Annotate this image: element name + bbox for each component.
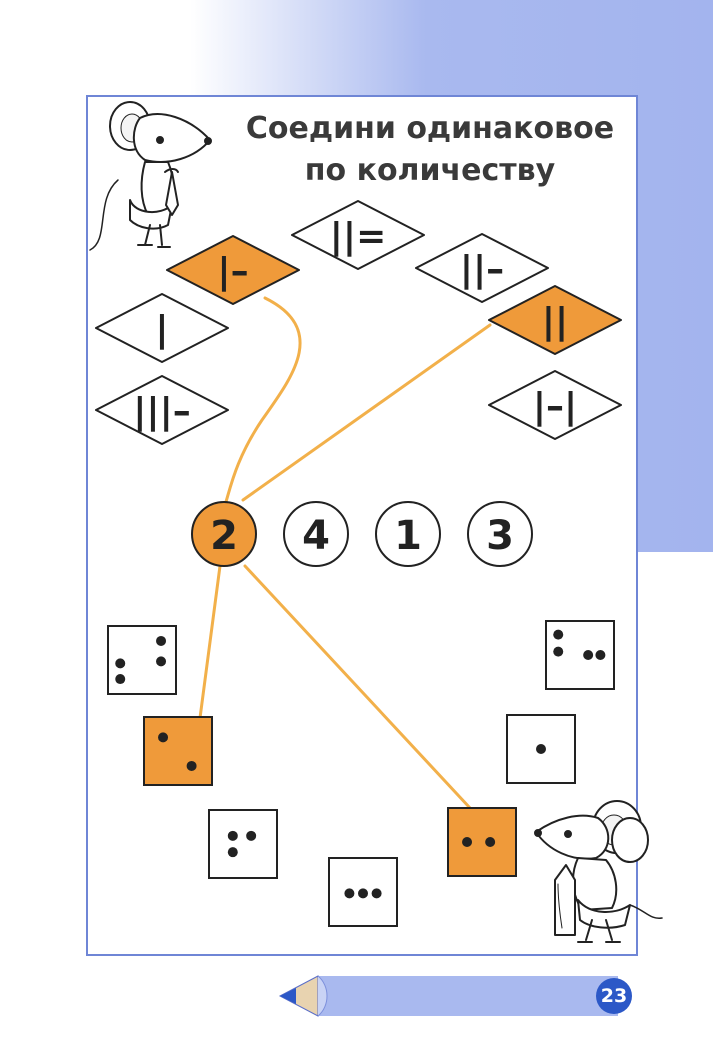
stick-card[interactable]: || bbox=[488, 285, 622, 355]
dot bbox=[583, 650, 594, 660]
dot bbox=[553, 629, 564, 640]
dot-card[interactable] bbox=[143, 716, 213, 786]
dot-cards bbox=[107, 620, 615, 927]
dot-card[interactable] bbox=[545, 620, 615, 690]
card-square bbox=[447, 807, 517, 877]
connection-line bbox=[223, 296, 302, 507]
card-square bbox=[328, 857, 398, 927]
number-circles: 2 4 1 3 bbox=[191, 501, 533, 567]
page-number-badge: 23 bbox=[596, 978, 632, 1014]
dot bbox=[462, 837, 473, 847]
dot-card[interactable] bbox=[506, 714, 576, 784]
dot-card[interactable] bbox=[328, 857, 398, 927]
stick-glyph: | bbox=[155, 309, 168, 350]
connection-lines bbox=[198, 296, 492, 810]
stick-glyph: |–| bbox=[533, 386, 577, 427]
dot bbox=[186, 760, 197, 771]
stick-card[interactable]: ||– bbox=[415, 233, 549, 303]
dot bbox=[344, 888, 355, 899]
mouse-illustration-bottom bbox=[534, 800, 663, 943]
stick-glyph: || bbox=[542, 301, 568, 342]
stick-card[interactable]: |– bbox=[166, 235, 300, 305]
dot-card[interactable] bbox=[208, 809, 278, 879]
card-square bbox=[143, 716, 213, 786]
stick-card[interactable]: ||= bbox=[291, 200, 425, 270]
number-label: 2 bbox=[210, 513, 238, 559]
rhombus-shape bbox=[95, 293, 229, 363]
stick-glyph: ||– bbox=[460, 249, 504, 290]
stick-glyph: |– bbox=[217, 251, 248, 292]
rhombus-shape bbox=[95, 375, 229, 445]
dot bbox=[246, 830, 257, 841]
stick-cards: |–||=||–||||||–|–| bbox=[95, 200, 622, 445]
stick-card[interactable]: |–| bbox=[488, 370, 622, 440]
dot bbox=[158, 732, 169, 743]
rhombus-shape bbox=[415, 233, 549, 303]
number-circle[interactable]: 1 bbox=[375, 501, 441, 567]
dot bbox=[485, 837, 496, 847]
number-label: 1 bbox=[394, 513, 422, 559]
circle-shape bbox=[375, 501, 441, 567]
rhombus-shape bbox=[488, 370, 622, 440]
stick-card[interactable]: | bbox=[95, 293, 229, 363]
stick-card[interactable]: |||– bbox=[95, 375, 229, 445]
dot bbox=[227, 830, 238, 841]
dot bbox=[371, 888, 382, 899]
circle-shape bbox=[283, 501, 349, 567]
number-circle[interactable]: 3 bbox=[467, 501, 533, 567]
dot bbox=[536, 744, 546, 754]
title-line-1: Соедини одинаковое bbox=[245, 111, 615, 146]
circle-shape bbox=[467, 501, 533, 567]
card-square bbox=[208, 809, 278, 879]
dot-card[interactable] bbox=[447, 807, 517, 877]
number-label: 4 bbox=[302, 513, 330, 559]
number-label: 3 bbox=[486, 513, 514, 559]
stick-glyph: ||= bbox=[330, 216, 386, 257]
rhombus-shape bbox=[488, 285, 622, 355]
number-circle[interactable]: 4 bbox=[283, 501, 349, 567]
dot bbox=[358, 888, 368, 899]
connection-line bbox=[198, 564, 222, 720]
page-title: Соедини одинаковое по количеству bbox=[230, 108, 630, 192]
stick-glyph: |||– bbox=[133, 391, 190, 432]
rhombus-shape bbox=[291, 200, 425, 270]
dot bbox=[227, 847, 238, 858]
dot bbox=[595, 650, 606, 660]
dot-card[interactable] bbox=[107, 625, 177, 695]
rhombus-shape bbox=[166, 235, 300, 305]
connection-line bbox=[243, 564, 472, 810]
title-line-2: по количеству bbox=[304, 153, 556, 188]
dot bbox=[156, 656, 167, 667]
mouse-illustration-top bbox=[89, 101, 212, 251]
pencil-decoration bbox=[278, 975, 618, 1017]
connection-line bbox=[241, 323, 492, 502]
number-circle[interactable]: 2 bbox=[191, 501, 257, 567]
dot bbox=[115, 674, 126, 685]
dot bbox=[156, 635, 167, 646]
dot bbox=[115, 658, 126, 669]
dot bbox=[553, 646, 564, 657]
circle-shape bbox=[191, 501, 257, 567]
